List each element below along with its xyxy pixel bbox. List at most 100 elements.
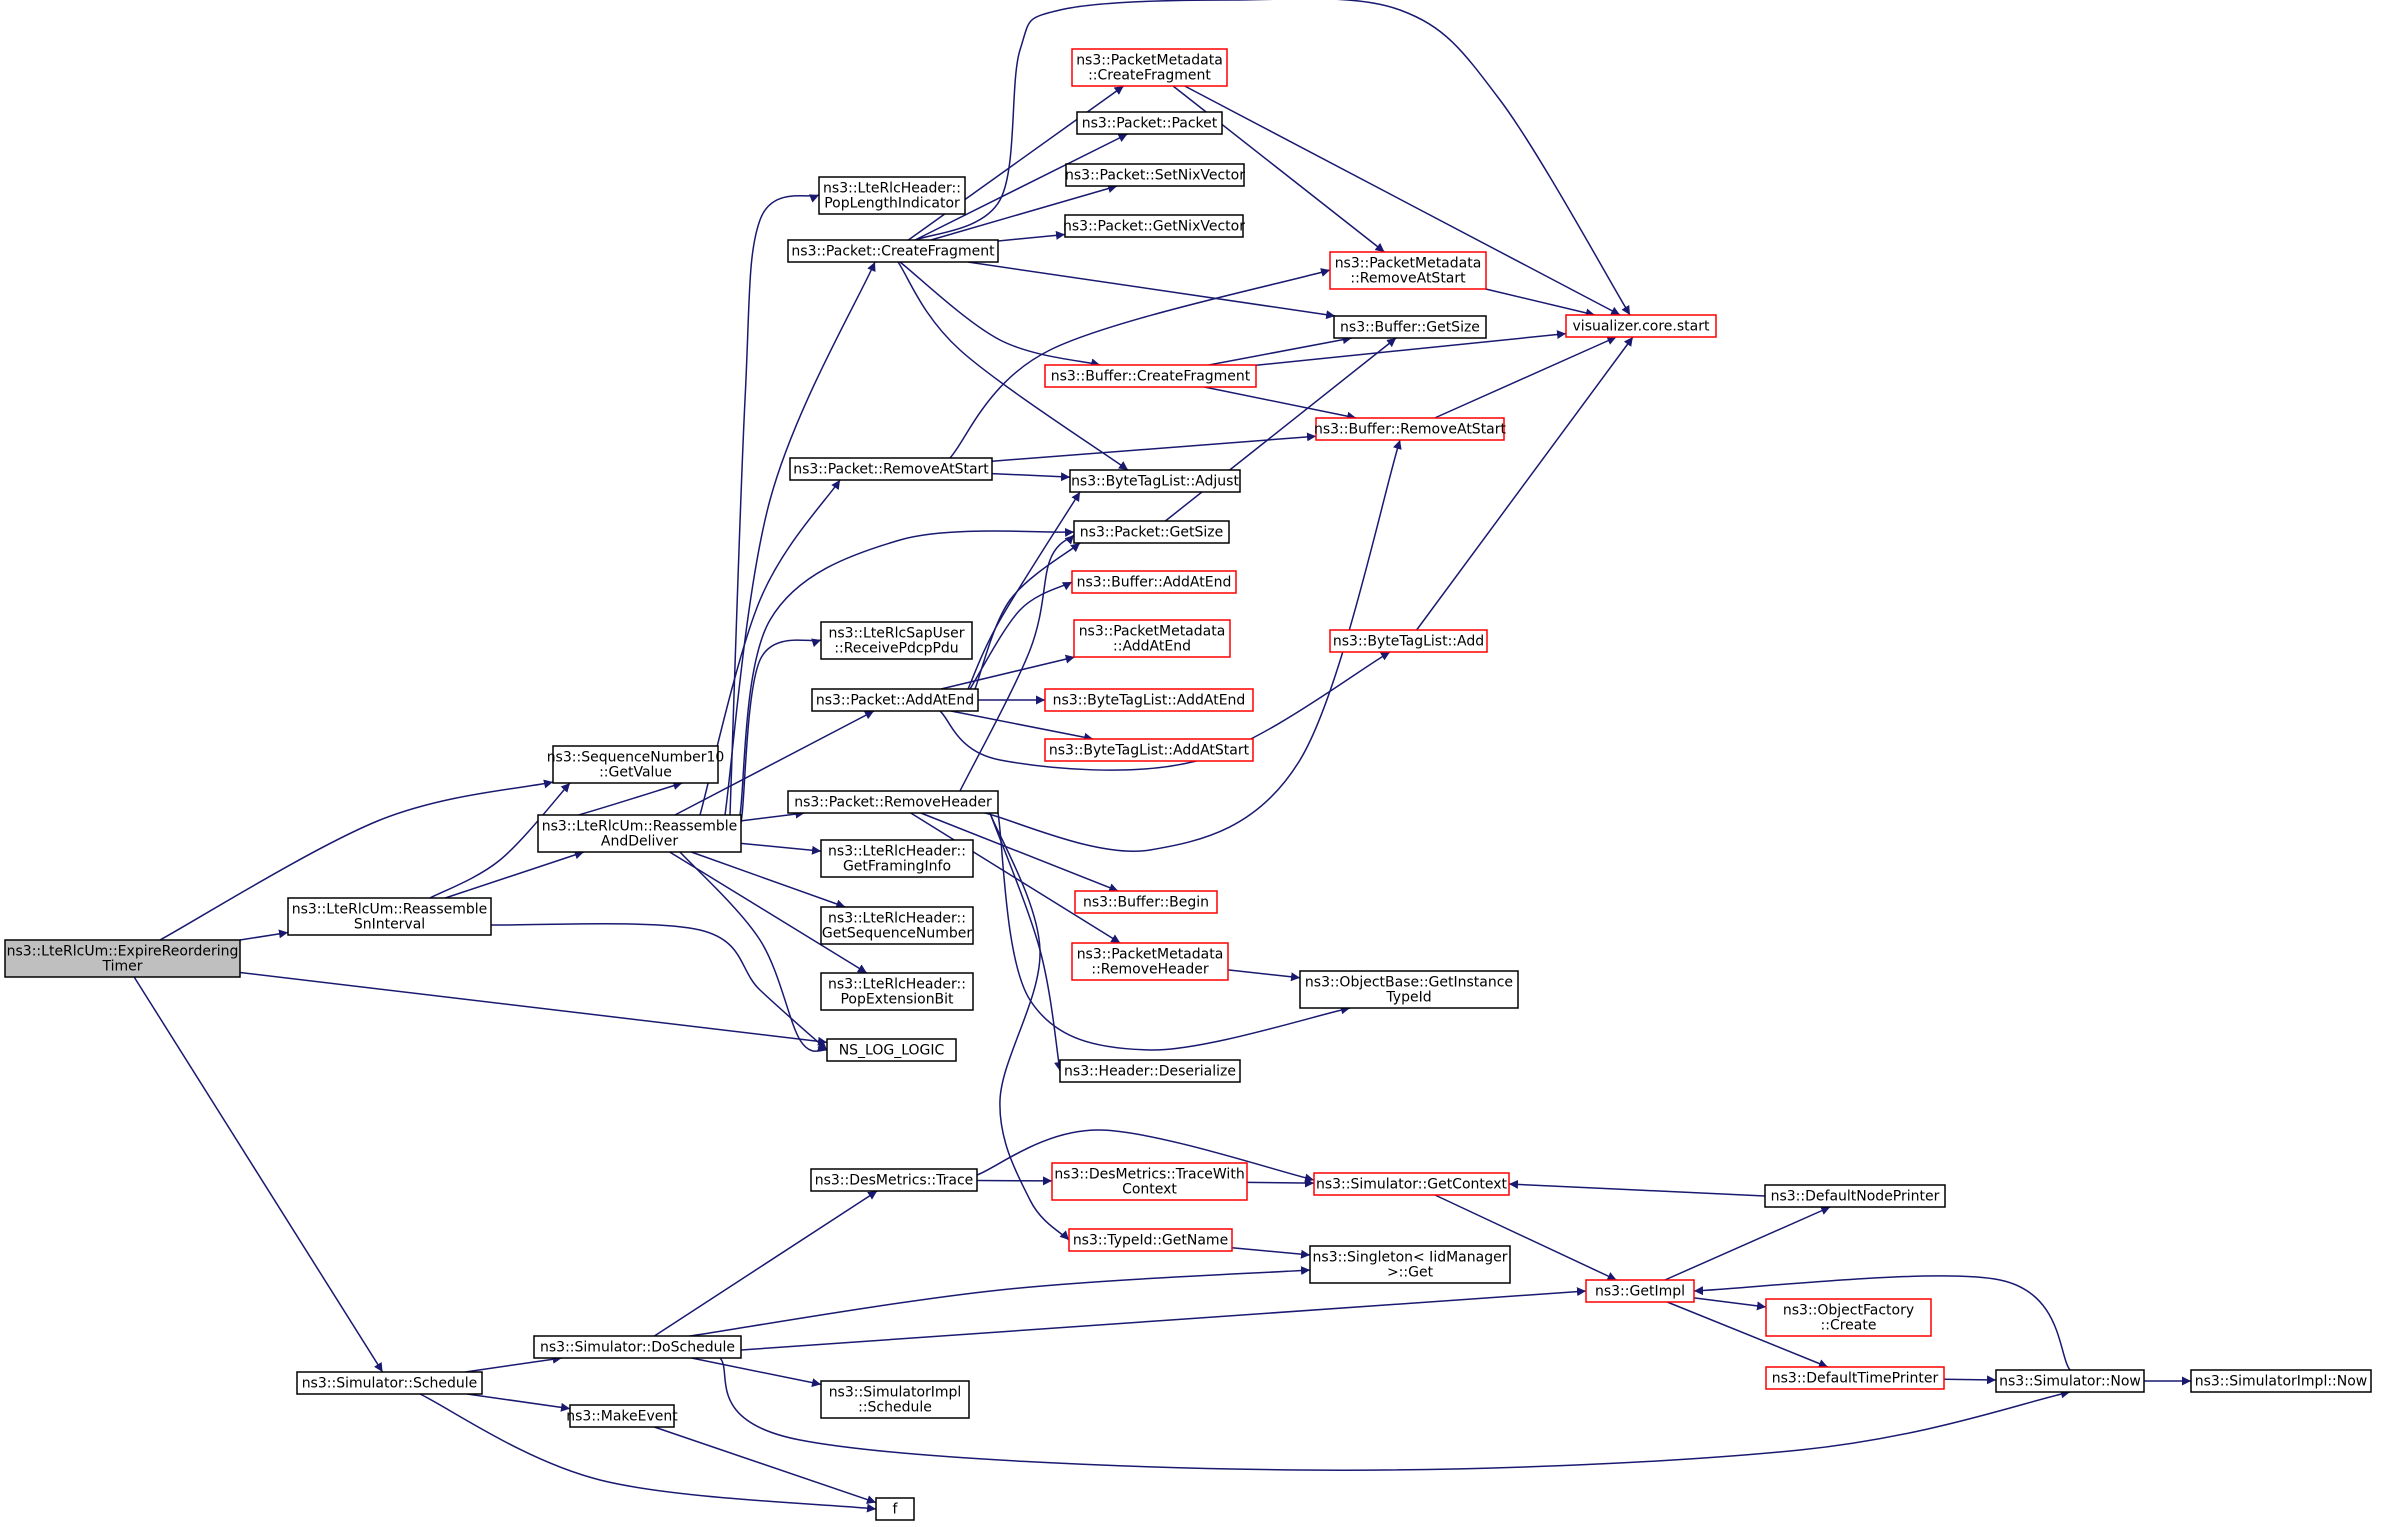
node-box [1329, 251, 1487, 290]
node-label-line: >::Get [1387, 1265, 1434, 1281]
edge-line [1231, 1246, 1311, 1259]
node-siSched[interactable]: ns3::SimulatorImpl::Schedule [820, 1380, 970, 1419]
node-box [1565, 314, 1717, 338]
node-label-line: ns3::Packet::SetNixVector [1065, 168, 1245, 184]
node-singGet[interactable]: ns3::Singleton< IidManager >::Get [1309, 1245, 1511, 1284]
edge-reasDel-to-nslog [673, 844, 828, 1052]
node-box [1073, 619, 1231, 658]
node-box [820, 1380, 970, 1419]
node-mkEvent[interactable]: ns3::MakeEvent [566, 1404, 678, 1428]
node-box [1051, 1162, 1248, 1201]
node-setNix[interactable]: ns3::Packet::SetNixVector [1065, 163, 1245, 187]
node-label-line: ::GetValue [599, 765, 672, 781]
node-label-line: ns3::Packet::RemoveHeader [794, 795, 992, 811]
node-label-line: ns3::DesMetrics::Trace [815, 1173, 974, 1189]
edge-line [1416, 336, 1634, 631]
node-pktRAS[interactable]: ns3::Packet::RemoveAtStart [789, 457, 993, 481]
node-getSeq[interactable]: ns3::LteRlcHeader::GetSequenceNumber [820, 906, 974, 945]
node-pktPkt[interactable]: ns3::Packet::Packet [1076, 111, 1223, 135]
edge-reasDel-to-getFram [740, 842, 822, 855]
node-btlAAS[interactable]: ns3::ByteTagList::AddAtStart [1044, 738, 1254, 762]
edge-dmTWC-to-simGC [1246, 1178, 1315, 1188]
node-defNP[interactable]: ns3::DefaultNodePrinter [1764, 1184, 1946, 1208]
node-popLen[interactable]: ns3::LteRlcHeader::PopLengthIndicator [818, 176, 966, 215]
edge-root-to-nslog [239, 971, 828, 1046]
edge-reasSn-to-reasDel [444, 850, 585, 899]
node-btlAAE[interactable]: ns3::ByteTagList::AddAtEnd [1044, 688, 1254, 712]
edge-line [1434, 336, 1617, 419]
node-simNow[interactable]: ns3::Simulator::Now [1995, 1369, 2145, 1393]
node-label-line: ns3::SimulatorImpl::Now [2195, 1374, 2368, 1390]
edge-reasDel-to-popLen [728, 194, 820, 847]
node-label-line: ::Schedule [858, 1400, 932, 1416]
node-btlAdd[interactable]: ns3::ByteTagList::Add [1329, 629, 1488, 653]
edge-simDS-to-dmTrace [653, 1190, 878, 1337]
node-simGC[interactable]: ns3::Simulator::GetContext [1313, 1172, 1510, 1196]
edge-line [940, 654, 1075, 690]
node-getImpl[interactable]: ns3::GetImpl [1585, 1279, 1695, 1303]
node-fNode[interactable]: f [875, 1497, 915, 1521]
node-label-line: ns3::DefaultNodePrinter [1771, 1189, 1940, 1205]
node-popExt[interactable]: ns3::LteRlcHeader::PopExtensionBit [820, 972, 974, 1011]
node-bufAAE[interactable]: ns3::Buffer::AddAtEnd [1071, 570, 1237, 594]
node-box [1765, 1298, 1932, 1337]
node-pmRH[interactable]: ns3::PacketMetadata::RemoveHeader [1071, 942, 1229, 981]
edge-line [915, 0, 1631, 316]
node-bufCF[interactable]: ns3::Buffer::CreateFragment [1044, 364, 1257, 388]
node-pmAAE[interactable]: ns3::PacketMetadata::AddAtEnd [1073, 619, 1231, 658]
node-bufRAS[interactable]: ns3::Buffer::RemoveAtStart [1314, 417, 1507, 441]
node-pmRAS[interactable]: ns3::PacketMetadata::RemoveAtStart [1329, 251, 1487, 290]
edge-tidGN-to-singGet [1231, 1246, 1311, 1259]
node-seqGet[interactable]: ns3::SequenceNumber10::GetValue [547, 745, 725, 784]
node-btlAdj[interactable]: ns3::ByteTagList::Adjust [1069, 469, 1241, 493]
node-simDS[interactable]: ns3::Simulator::DoSchedule [533, 1335, 742, 1359]
edge-pktCF-to-getNix [997, 230, 1066, 242]
node-pktGS[interactable]: ns3::Packet::GetSize [1073, 520, 1230, 544]
edge-mkEvent-to-fNode [654, 1426, 877, 1504]
node-nslog[interactable]: NS_LOG_LOGIC [826, 1038, 957, 1062]
node-label-line: ns3::ObjectFactory [1783, 1303, 1914, 1319]
node-box [1764, 1184, 1946, 1208]
node-rcvPdcp[interactable]: ns3::LteRlcSapUser::ReceivePdcpPdu [820, 621, 973, 660]
node-label-line: ns3::Buffer::AddAtEnd [1077, 575, 1232, 591]
edge-pktRAS-to-btlAdj [991, 472, 1071, 482]
edge-reasDel-to-pktGS [737, 527, 1075, 831]
node-box [1309, 1245, 1511, 1284]
node-label-line: ns3::SequenceNumber10 [547, 750, 725, 766]
node-box [787, 239, 999, 263]
edge-line [1666, 1301, 1829, 1368]
node-pmCF[interactable]: ns3::PacketMetadata::CreateFragment [1071, 48, 1228, 87]
node-vcs[interactable]: visualizer.core.start [1565, 314, 1717, 338]
node-ofCreate[interactable]: ns3::ObjectFactory::Create [1765, 1298, 1932, 1337]
node-box [820, 621, 973, 660]
edge-line [1485, 288, 1595, 318]
node-bufBeg[interactable]: ns3::Buffer::Begin [1074, 890, 1218, 914]
node-pktRH[interactable]: ns3::Packet::RemoveHeader [787, 790, 999, 814]
node-bufGS[interactable]: ns3::Buffer::GetSize [1333, 315, 1487, 339]
node-defTP[interactable]: ns3::DefaultTimePrinter [1765, 1366, 1945, 1390]
node-dmTrace[interactable]: ns3::DesMetrics::Trace [810, 1168, 978, 1192]
node-getFram[interactable]: ns3::LteRlcHeader::GetFramingInfo [820, 839, 974, 878]
node-pktAAE[interactable]: ns3::Packet::AddAtEnd [811, 688, 979, 712]
node-box [533, 1335, 742, 1359]
nodes-layer: ns3::LteRlcUm::ExpireReorderingTimerns3:… [4, 48, 2372, 1521]
node-label-line: ns3::Simulator::GetContext [1316, 1177, 1508, 1193]
edge-bufCF-to-vcs [1255, 330, 1567, 366]
node-pktCF[interactable]: ns3::Packet::CreateFragment [787, 239, 999, 263]
node-siNow[interactable]: ns3::SimulatorImpl::Now [2190, 1369, 2372, 1393]
node-label-line: ns3::Buffer::GetSize [1340, 320, 1480, 336]
node-label-line: TypeId [1385, 990, 1431, 1006]
node-hdrDes[interactable]: ns3::Header::Deserialize [1059, 1059, 1241, 1083]
node-label-line: Timer [101, 959, 142, 975]
edge-line [1943, 1375, 1997, 1385]
edge-pktCF-to-pktPkt [914, 133, 1128, 241]
node-sched[interactable]: ns3::Simulator::Schedule [296, 1371, 483, 1395]
node-getNix[interactable]: ns3::Packet::GetNixVector [1063, 214, 1245, 238]
node-box [537, 814, 742, 853]
node-tidGN[interactable]: ns3::TypeId::GetName [1068, 1228, 1233, 1252]
